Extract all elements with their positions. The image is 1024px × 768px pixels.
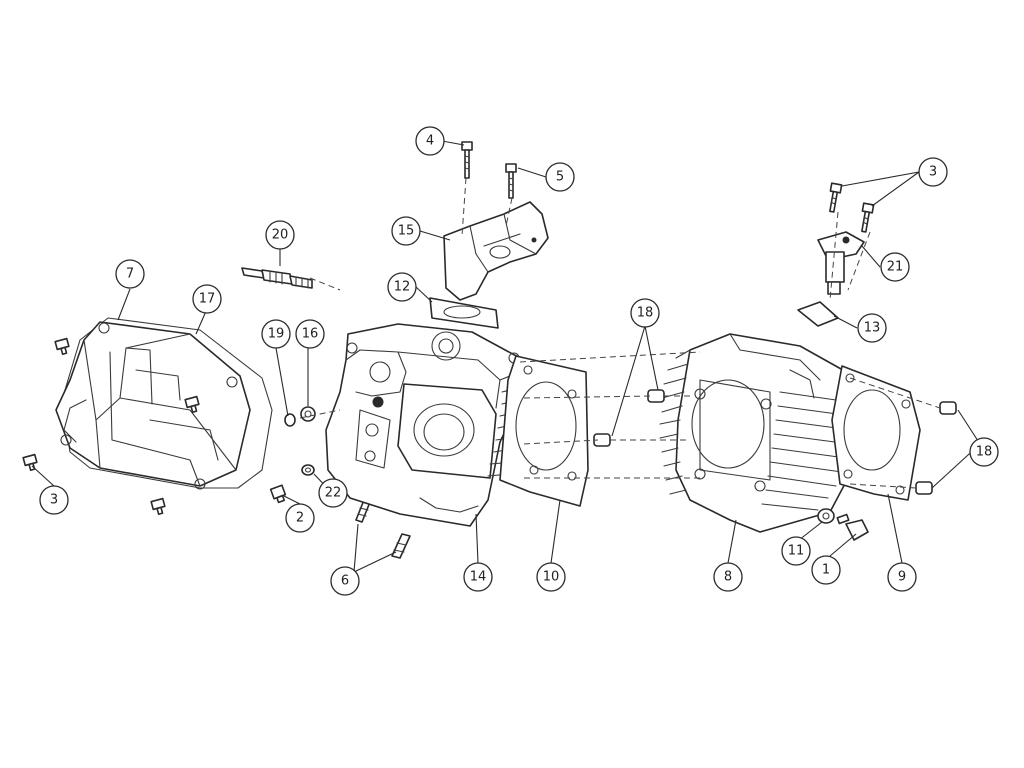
svg-text:22: 22	[325, 486, 342, 501]
cylinder-block	[659, 333, 861, 533]
svg-text:20: 20	[272, 228, 289, 243]
callout-3-top: 3	[918, 157, 948, 187]
callout-22: 22	[318, 478, 348, 508]
svg-text:6: 6	[341, 574, 349, 589]
intake-manifold	[443, 201, 549, 301]
callout-18-mid: 18	[630, 298, 660, 328]
callout-7: 7	[115, 259, 145, 289]
callout-16: 16	[295, 319, 325, 349]
head-gasket	[499, 355, 589, 507]
intake-bolts	[461, 141, 517, 199]
svg-text:11: 11	[788, 544, 805, 559]
cam-chain-tensioner	[797, 231, 865, 327]
callout-20: 20	[265, 220, 295, 250]
svg-text:14: 14	[470, 570, 487, 585]
callout-19: 19	[261, 319, 291, 349]
svg-text:3: 3	[929, 165, 937, 180]
svg-text:4: 4	[426, 134, 434, 149]
svg-text:17: 17	[199, 292, 216, 307]
studs	[355, 499, 411, 559]
leader-lines	[31, 140, 981, 573]
callout-9: 9	[887, 562, 917, 592]
svg-text:2: 2	[296, 511, 304, 526]
callout-8: 8	[713, 562, 743, 592]
callout-2: 2	[285, 503, 315, 533]
svg-text:10: 10	[543, 570, 560, 585]
callout-5: 5	[545, 162, 575, 192]
svg-text:13: 13	[864, 321, 881, 336]
callout-15: 15	[391, 216, 421, 246]
svg-text:12: 12	[394, 280, 411, 295]
callout-12: 12	[387, 272, 417, 302]
base-washer-bolt	[817, 508, 869, 541]
callout-3-left: 3	[39, 485, 69, 515]
svg-text:9: 9	[898, 570, 906, 585]
svg-text:1: 1	[822, 563, 830, 578]
svg-text:18: 18	[976, 445, 993, 460]
svg-text:21: 21	[887, 260, 904, 275]
callout-14: 14	[463, 562, 493, 592]
tensioner-bolts	[829, 182, 875, 233]
svg-text:18: 18	[637, 306, 654, 321]
svg-text:19: 19	[268, 327, 285, 342]
svg-text:5: 5	[556, 170, 564, 185]
callout-10: 10	[536, 562, 566, 592]
svg-text:3: 3	[50, 493, 58, 508]
callout-17: 17	[192, 284, 222, 314]
cylinder-head-cover	[55, 317, 273, 490]
svg-text:16: 16	[302, 327, 319, 342]
callout-11: 11	[781, 536, 811, 566]
callout-18-right: 18	[969, 437, 999, 467]
callout-4: 4	[415, 126, 445, 156]
cover-bolts	[22, 337, 200, 515]
callout-6: 6	[330, 566, 360, 596]
callout-21: 21	[880, 252, 910, 282]
intake-gasket	[429, 297, 499, 329]
small-fasteners	[269, 406, 316, 504]
dowel-pins	[593, 389, 957, 495]
svg-text:15: 15	[398, 224, 415, 239]
assembly-lines	[299, 177, 941, 489]
svg-text:7: 7	[126, 267, 134, 282]
cylinder-head	[325, 323, 531, 527]
spark-plug	[241, 267, 313, 289]
cylinder-base-gasket	[831, 365, 921, 501]
callout-13: 13	[857, 313, 887, 343]
callout-1: 1	[811, 555, 841, 585]
svg-text:8: 8	[724, 570, 732, 585]
